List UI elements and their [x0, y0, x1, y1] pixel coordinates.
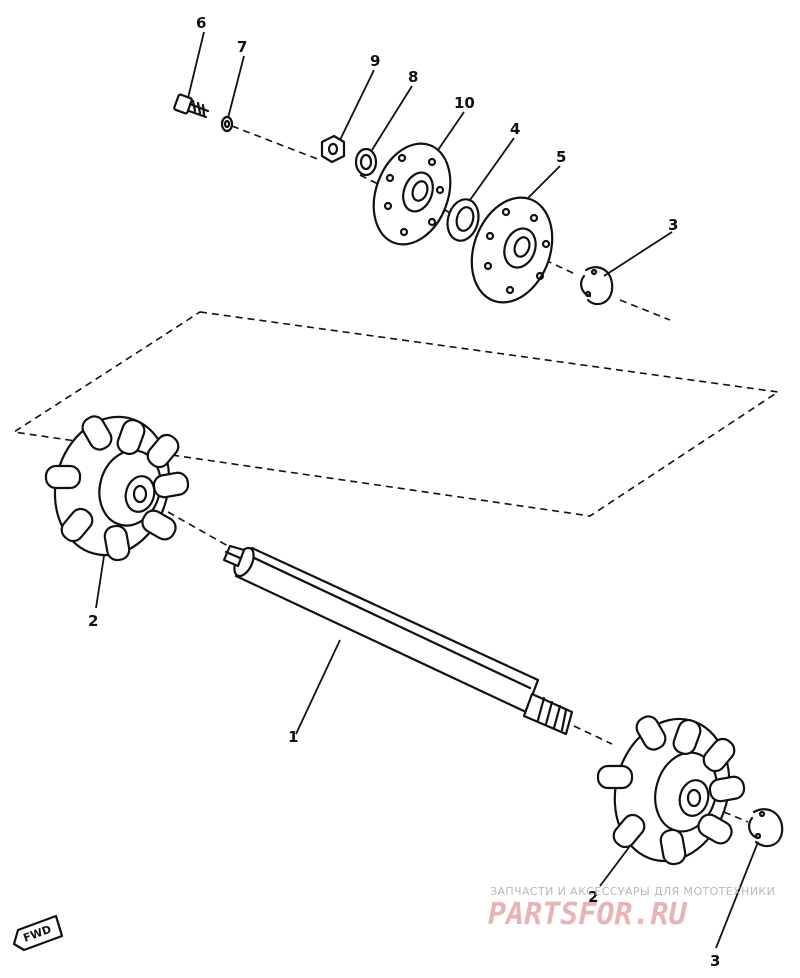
watermark-tagline: ЗАПЧАСТИ И АКСЕССУАРЫ ДЛЯ МОТОТЕХНИКИ — [490, 885, 775, 898]
callout-washer: 7 — [237, 38, 247, 56]
fwd-direction-badge: FWD — [12, 914, 64, 952]
sprocket-right-part — [596, 715, 746, 866]
washer-part — [220, 115, 234, 133]
leader-line-bearing — [469, 137, 515, 201]
left-axis-line — [167, 511, 229, 547]
right-axis-line — [573, 725, 613, 745]
callout-flange: 10 — [454, 94, 475, 112]
leader-line-bolt — [187, 31, 205, 99]
circlip-upper-part — [580, 266, 614, 306]
lock-washer-part — [354, 147, 378, 177]
callout-circlip-upper: 3 — [668, 216, 678, 234]
leader-line-circlip-lower — [715, 841, 759, 949]
leader-line-circlip-upper — [603, 231, 673, 277]
callout-shaft: 1 — [288, 728, 298, 746]
shaft-part — [222, 544, 574, 736]
leader-line-sprocket-right — [599, 845, 631, 887]
leader-line-shaft — [295, 639, 341, 735]
leader-line-sprocket-left — [95, 555, 105, 609]
callout-lock-washer: 8 — [408, 68, 418, 86]
callout-nut: 9 — [370, 52, 380, 70]
leader-line-plate — [527, 165, 561, 199]
callout-bearing: 4 — [510, 120, 520, 138]
bearing-part — [446, 198, 480, 242]
callout-sprocket-left: 2 — [88, 612, 98, 630]
upper-axis-line — [231, 125, 671, 321]
assembly-outline-dashed — [11, 311, 781, 517]
plate-part — [470, 196, 554, 304]
bolt-part — [173, 93, 210, 119]
flange-part — [372, 142, 452, 246]
leader-line-flange — [437, 111, 465, 151]
callout-bolt: 6 — [196, 14, 206, 32]
watermark-logo: PARTSFOR.RU — [488, 897, 688, 932]
leader-line-lock-washer — [371, 85, 413, 151]
callout-circlip-lower: 3 — [710, 952, 720, 970]
nut-part — [320, 134, 346, 164]
circlip-lower-part — [723, 808, 784, 848]
leader-line-washer — [227, 55, 245, 119]
sprocket-left-part — [44, 415, 190, 562]
callout-sprocket-right: 2 — [588, 888, 598, 906]
callout-plate: 5 — [556, 148, 566, 166]
leader-line-nut — [339, 69, 375, 141]
